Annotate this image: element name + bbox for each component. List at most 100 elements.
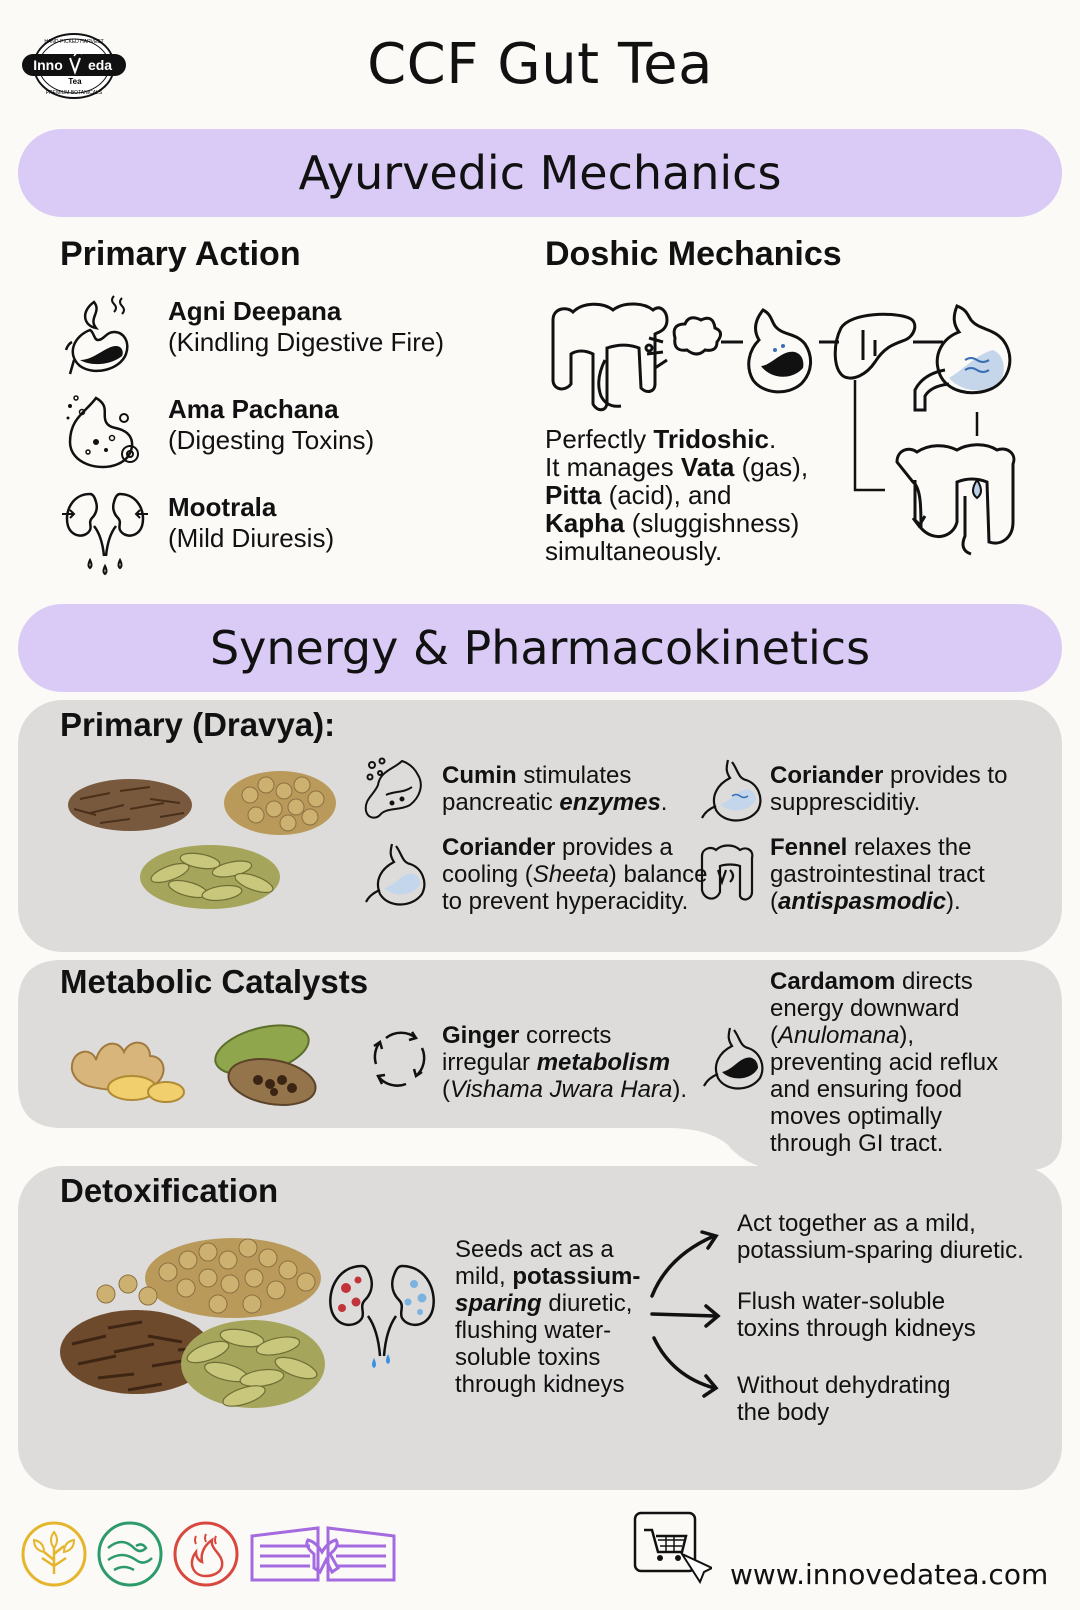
intestine-icon: [700, 844, 754, 901]
stomach-downward-icon: [703, 1027, 764, 1090]
brand-ring-top: HAND-PICKED HARVEST: [44, 39, 103, 45]
feature-italic: enzymes: [559, 789, 661, 816]
feature-text: irregular: [442, 1049, 537, 1076]
feature-text: potassium-sparing diuretic.: [737, 1237, 1024, 1264]
feature-bold: potassium-: [512, 1263, 641, 1290]
website-url[interactable]: www.innovedatea.com: [730, 1558, 1049, 1591]
tea-box-icon: [250, 1526, 396, 1582]
doshic-text: Perfectly: [545, 424, 654, 454]
fire-icon: [173, 1521, 239, 1587]
feature-text: (: [770, 1022, 778, 1049]
feature-italic: Anulomana: [778, 1022, 900, 1049]
detox-outcome-3: Without dehydrating the body: [737, 1372, 950, 1426]
wind-icon: [97, 1521, 163, 1587]
feature-cardamom: Cardamom directs energy downward (Anulom…: [770, 968, 998, 1157]
feature-text: ).: [672, 1076, 687, 1103]
feature-text: Act together as a mild,: [737, 1210, 976, 1237]
feature-text: flushing water-: [455, 1317, 612, 1344]
feature-cumin: Cumin stimulates pancreatic enzymes.: [442, 762, 667, 816]
primary-action-item: Agni Deepana (Kindling Digestive Fire): [60, 290, 500, 380]
feature-italic: Vishama Jwara Hara: [450, 1076, 673, 1103]
primary-action-item: Ama Pachana (Digesting Toxins): [60, 388, 500, 478]
feature-text: ).: [946, 888, 961, 915]
action-desc: (Mild Diuresis): [168, 523, 335, 553]
feature-text: ),: [899, 1022, 915, 1049]
feature-bold: Fennel: [770, 834, 848, 861]
feature-text: Without dehydrating: [737, 1372, 951, 1399]
feature-text: preventing acid reflux: [770, 1049, 999, 1076]
feature-italic: Sheeta: [532, 861, 609, 888]
digesting-toxins-icon: [66, 395, 139, 469]
primary-dravya-heading: Primary (Dravya):: [60, 706, 336, 743]
feature-text: ) balance: [608, 861, 708, 888]
kidney-detox-icon: [329, 1264, 435, 1368]
feature-bold: Cardamom: [770, 968, 896, 995]
feature-ginger: Ginger corrects irregular metabolism (Vi…: [442, 1022, 687, 1103]
feature-text: soluble toxins: [455, 1344, 601, 1371]
seed-piles-image: [68, 771, 336, 909]
doshic-text-bold: Kapha: [545, 508, 625, 538]
feature-text: pancreatic: [442, 789, 560, 816]
feature-text: provides a: [555, 834, 673, 861]
metabolic-heading: Metabolic Catalysts: [60, 963, 369, 1000]
doshic-text-bold: Pitta: [545, 480, 602, 510]
action-name: Agni Deepana: [168, 296, 342, 326]
detox-seeds-image: [60, 1238, 325, 1408]
feature-text: corrects: [519, 1022, 612, 1049]
feature-text: stimulates: [516, 762, 632, 789]
feature-bold: Cumin: [442, 762, 517, 789]
feature-text: Seeds act as a: [455, 1236, 614, 1263]
brand-wordmark-left: Inno: [33, 57, 63, 73]
feature-text: provides to: [883, 762, 1008, 789]
brand-logo: HAND-PICKED HARVEST PREMIUM BOTANICALS I…: [22, 33, 126, 99]
feature-italic: metabolism: [536, 1049, 671, 1076]
feature-coriander-suppress: Coriander provides to suppresciditiy.: [770, 762, 1007, 816]
detox-outcome-2: Flush water-soluble toxins through kidne…: [737, 1288, 976, 1342]
feature-bold: Coriander: [442, 834, 556, 861]
doshic-flow-diagram: [551, 302, 1016, 556]
detox-arrows: [650, 1230, 721, 1398]
pancreas-icon: [364, 757, 422, 819]
section-band-synergy: Synergy & Pharmacokinetics: [18, 604, 1062, 692]
feature-text: energy downward: [770, 995, 960, 1022]
feature-text: the body: [737, 1399, 830, 1426]
stomach-fire-icon: [64, 295, 129, 375]
brand-wordmark-sub: Tea: [68, 77, 82, 86]
feature-italic: sparing: [455, 1290, 542, 1317]
doshic-text: (gas),: [734, 452, 809, 482]
feature-text: to prevent hyperacidity.: [442, 888, 689, 915]
doshic-text-bold: Vata: [680, 452, 735, 482]
feature-text: through GI tract.: [770, 1130, 944, 1157]
feature-italic: antispasmodic: [778, 888, 947, 915]
stomach-water-icon: [701, 759, 762, 822]
feature-bold: Coriander: [770, 762, 884, 789]
ginger-cardamom-image: [70, 1024, 317, 1106]
cycle-arrows-icon: [373, 1031, 426, 1087]
kidneys-icon: [62, 492, 148, 576]
feature-text: .: [660, 789, 668, 816]
detox-heading: Detoxification: [60, 1172, 279, 1209]
feature-text: (: [770, 888, 778, 915]
primary-dravya-panel: [18, 700, 1062, 952]
feature-text: mild,: [455, 1263, 513, 1290]
feature-text: and ensuring food: [770, 1076, 963, 1103]
leaf-icon: [21, 1521, 87, 1587]
brand-wordmark-right: eda: [88, 57, 112, 73]
section-band-ayurvedic: Ayurvedic Mechanics: [18, 129, 1062, 217]
primary-action-heading: Primary Action: [60, 235, 301, 273]
doshic-text: (acid), and: [601, 480, 732, 510]
primary-action-item: Mootrala (Mild Diuresis): [60, 486, 500, 576]
doshic-text: (sluggishness): [624, 508, 800, 538]
action-name: Ama Pachana: [168, 394, 339, 424]
feature-text: moves optimally: [770, 1103, 943, 1130]
metabolic-panel: [18, 960, 1062, 1170]
feature-text: relaxes the: [847, 834, 972, 861]
feature-text: cooling (: [442, 861, 533, 888]
doshic-mechanics-heading: Doshic Mechanics: [545, 235, 842, 273]
page-title: CCF Gut Tea: [367, 32, 713, 97]
doshic-description: Perfectly Tridoshic. It manages Vata (ga…: [545, 425, 845, 565]
detox-outcome-1: Act together as a mild, potassium-sparin…: [737, 1210, 1024, 1264]
action-desc: (Digesting Toxins): [168, 425, 375, 455]
doshic-text-bold: Tridoshic: [653, 424, 769, 454]
shopping-cart-icon[interactable]: [632, 1510, 712, 1586]
